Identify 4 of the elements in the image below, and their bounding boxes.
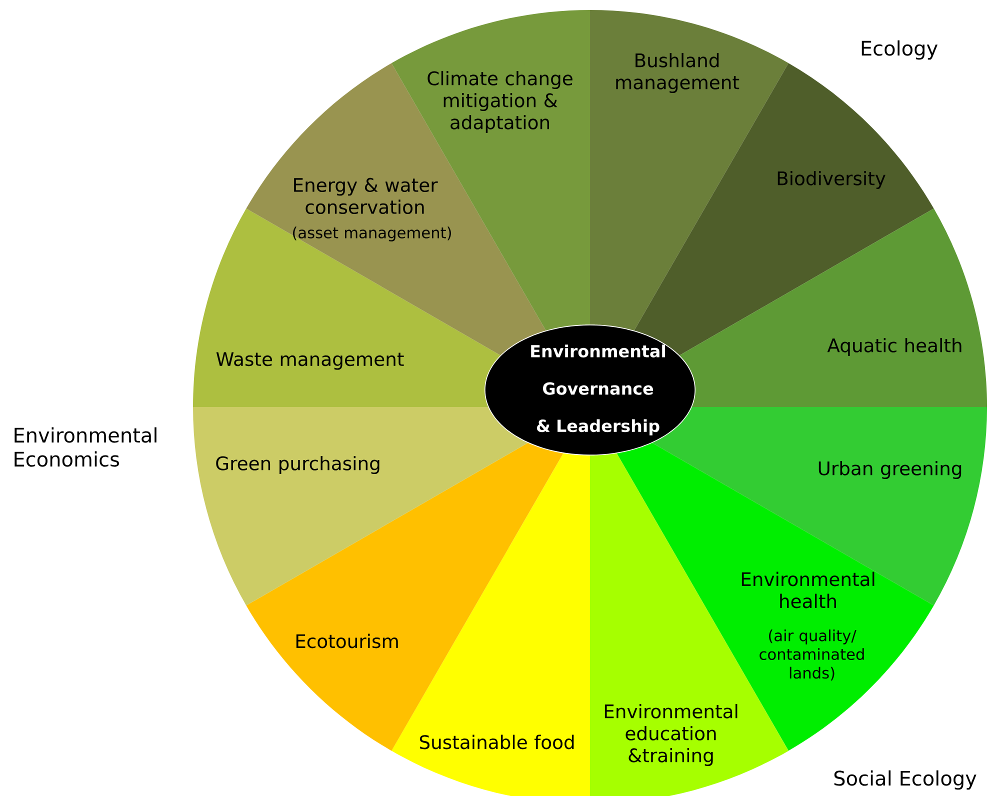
- wheel-segment: Green purchasing: [193, 407, 528, 606]
- group-label: Environmental Economics: [14, 427, 156, 467]
- group-label: Social Ecology: [834, 770, 976, 790]
- wheel-segment: Aquatic health: [680, 208, 987, 407]
